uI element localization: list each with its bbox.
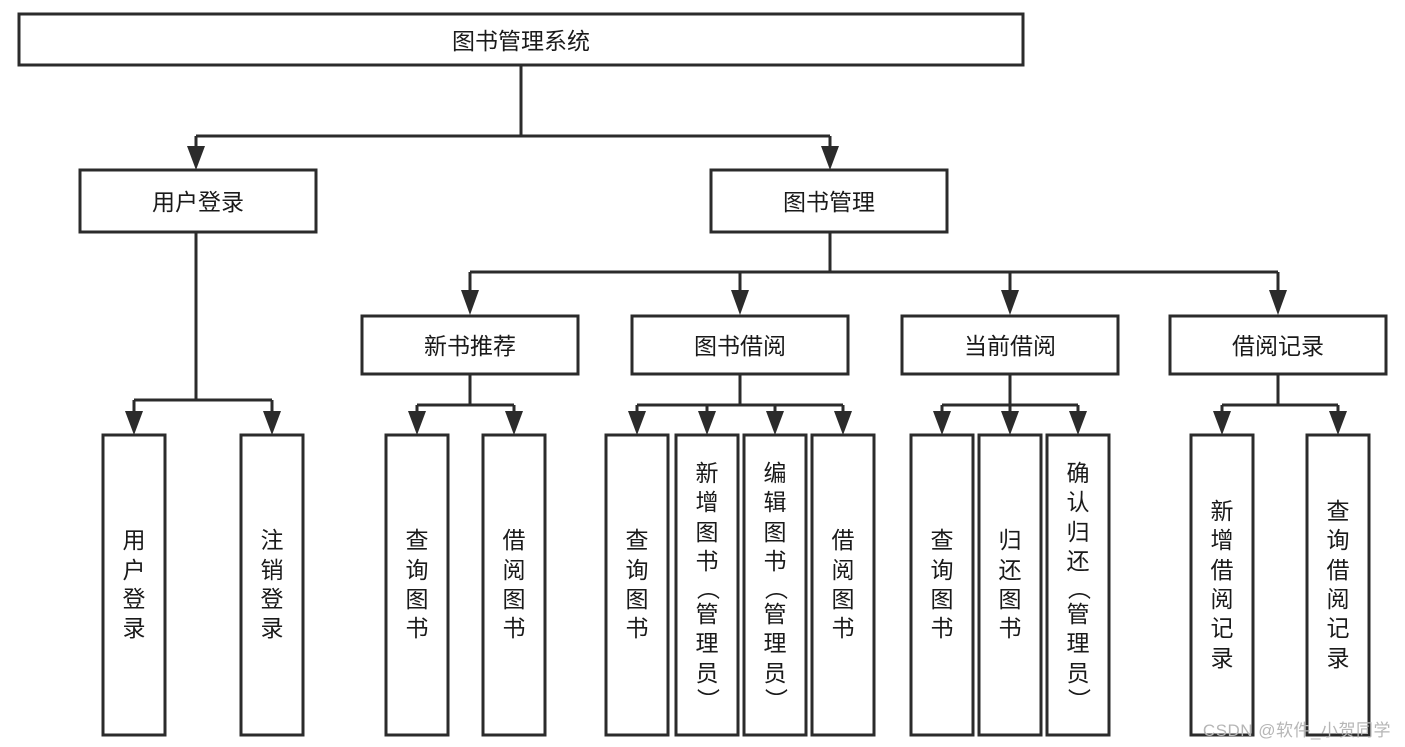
node-leaf-query-book-rec-box[interactable] — [384, 433, 450, 737]
node-new-book-recommend[interactable]: 新书推荐 — [360, 314, 580, 376]
node-current-borrow-box[interactable] — [900, 314, 1120, 376]
node-leaf-borrow-book-box[interactable] — [810, 433, 876, 737]
connector-book-borrow-bus — [635, 374, 845, 418]
connector-root-bus — [194, 65, 832, 152]
arrowhead-to-user-login — [187, 146, 205, 170]
arrowhead-to-current-borrow — [1001, 290, 1019, 315]
arrowhead-to-leaf-borrow-book — [834, 411, 852, 435]
node-user-login-box[interactable] — [78, 168, 318, 234]
node-leaf-edit-book-admin-box[interactable] — [742, 433, 808, 737]
arrowhead-to-book-manage — [821, 146, 839, 170]
node-book-borrow-label: 图书借阅 — [694, 333, 786, 359]
arrowhead-to-leaf-query-book-rec — [408, 411, 426, 435]
arrowhead-to-leaf-return-book — [1001, 411, 1019, 435]
connector-borrow-record-bus — [1220, 374, 1340, 418]
arrowhead-to-leaf-query-book-cur — [933, 411, 951, 435]
node-book-manage[interactable]: 图书管理 — [709, 168, 949, 234]
connector-book-manage-bus — [468, 232, 1280, 295]
node-book-manage-label: 图书管理 — [783, 189, 875, 215]
leaf-boxes-layer — [101, 433, 1371, 737]
arrowhead-to-leaf-query-borrow-record — [1329, 411, 1347, 435]
arrowhead-to-leaf-borrow-book-rec — [505, 411, 523, 435]
node-user-login[interactable]: 用户登录 — [78, 168, 318, 234]
arrowhead-to-leaf-query-book-borrow — [628, 411, 646, 435]
arrowhead-to-book-borrow — [731, 290, 749, 315]
node-root-box[interactable] — [17, 12, 1025, 67]
node-leaf-return-book-box[interactable] — [977, 433, 1043, 737]
node-leaf-add-book-admin-box[interactable] — [674, 433, 740, 737]
node-new-book-recommend-label: 新书推荐 — [424, 333, 516, 359]
node-user-login-label: 用户登录 — [152, 189, 244, 215]
node-leaf-borrow-book-rec-box[interactable] — [481, 433, 547, 737]
connector-new-book-recommend-bus — [415, 374, 516, 418]
node-borrow-record-label: 借阅记录 — [1232, 333, 1324, 359]
node-leaf-user-logout-box[interactable] — [239, 433, 305, 737]
node-current-borrow[interactable]: 当前借阅 — [900, 314, 1120, 376]
node-leaf-query-borrow-record-box[interactable] — [1305, 433, 1371, 737]
node-current-borrow-label: 当前借阅 — [964, 333, 1056, 359]
arrowhead-to-borrow-record — [1269, 290, 1287, 315]
arrowhead-to-new-book-recommend — [461, 290, 479, 315]
connector-user-login-bus — [132, 232, 274, 418]
arrowhead-to-leaf-edit-book-admin — [766, 411, 784, 435]
arrowhead-to-leaf-confirm-return-admin — [1069, 411, 1087, 435]
node-root-label: 图书管理系统 — [452, 28, 590, 54]
node-leaf-query-book-cur-box[interactable] — [909, 433, 975, 737]
nodes-layer: 图书管理系统 用户登录 图书管理 新书推荐 图书借阅 — [17, 12, 1388, 737]
node-borrow-record-box[interactable] — [1168, 314, 1388, 376]
node-root[interactable]: 图书管理系统 — [17, 12, 1025, 67]
node-book-manage-box[interactable] — [709, 168, 949, 234]
node-borrow-record[interactable]: 借阅记录 — [1168, 314, 1388, 376]
arrowhead-to-leaf-add-borrow-record — [1213, 411, 1231, 435]
connectors-layer — [125, 65, 1347, 435]
node-leaf-add-borrow-record-box[interactable] — [1189, 433, 1255, 737]
arrowhead-to-leaf-add-book-admin — [698, 411, 716, 435]
node-new-book-recommend-box[interactable] — [360, 314, 580, 376]
arrowhead-to-leaf-user-logout — [263, 411, 281, 435]
node-leaf-query-book-borrow-box[interactable] — [604, 433, 670, 737]
node-leaf-user-login-box[interactable] — [101, 433, 167, 737]
node-book-borrow-box[interactable] — [630, 314, 850, 376]
node-leaf-confirm-return-admin-box[interactable] — [1045, 433, 1111, 737]
node-book-borrow[interactable]: 图书借阅 — [630, 314, 850, 376]
arrowhead-to-leaf-user-login — [125, 411, 143, 435]
